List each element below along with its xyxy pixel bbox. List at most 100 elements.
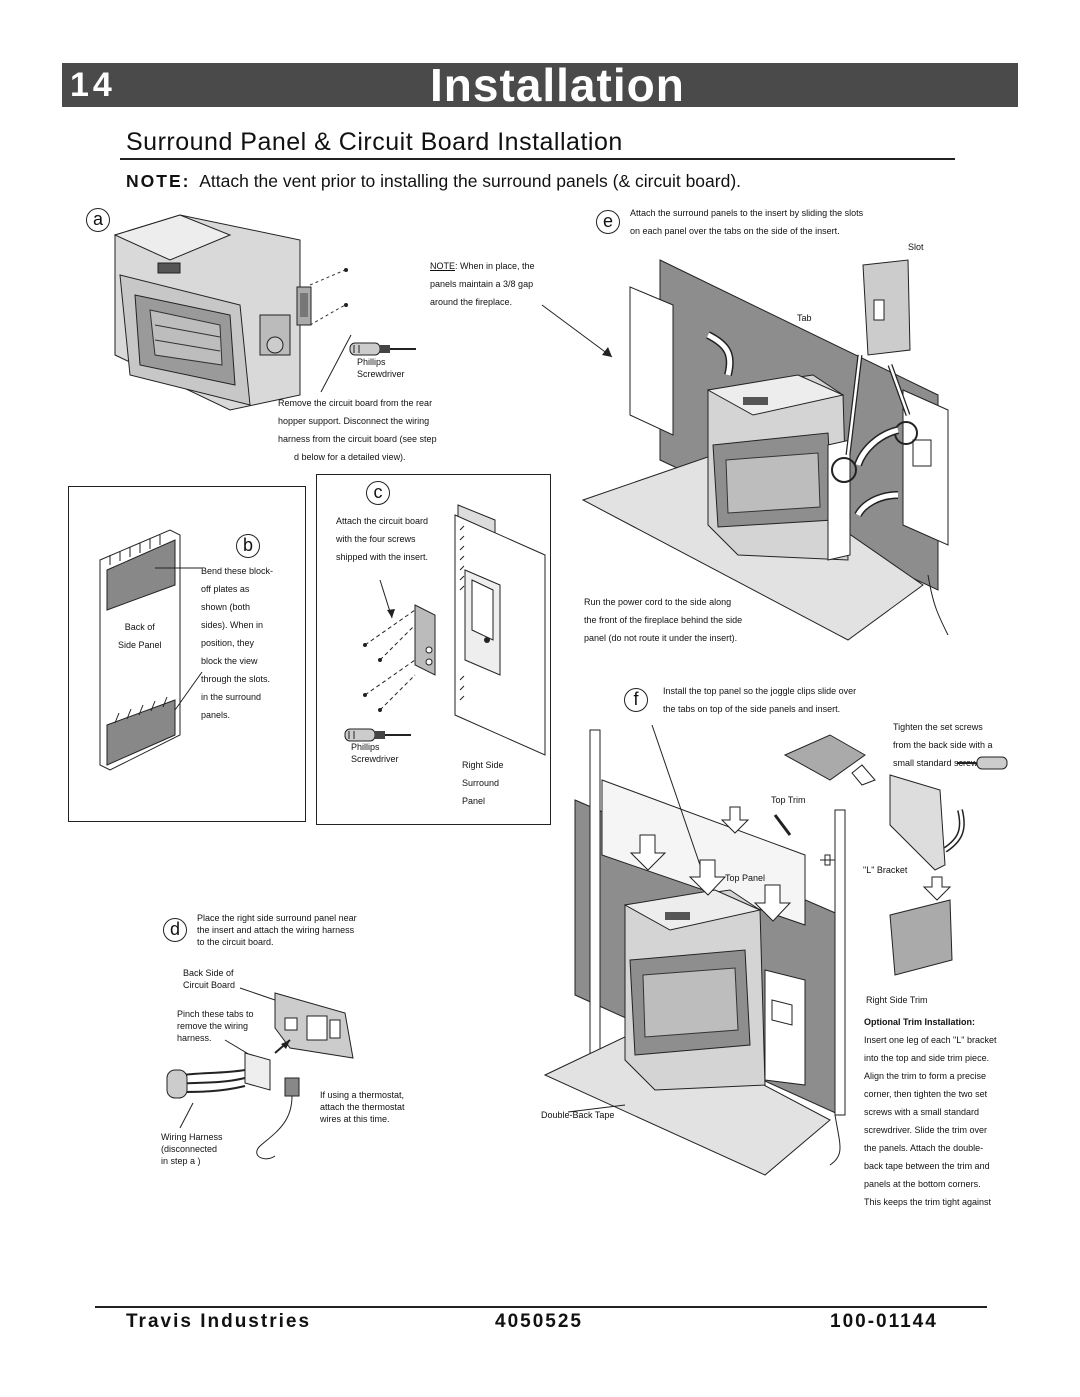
step-d-text: Place the right side surround panel near… bbox=[197, 912, 357, 948]
top-panel-label: Top Panel bbox=[725, 873, 766, 883]
leader-line bbox=[320, 334, 352, 393]
slot-label: Slot bbox=[908, 242, 924, 252]
tool-line: Screwdriver bbox=[351, 754, 399, 764]
header-bar bbox=[62, 63, 1018, 107]
text-line: Remove the circuit board from the rear bbox=[278, 398, 433, 408]
text-line: d below for a detailed view). bbox=[294, 452, 406, 462]
tool-line: Screwdriver bbox=[357, 369, 405, 379]
label-line: Right Side bbox=[462, 760, 504, 770]
label-line: in step a ) bbox=[161, 1156, 201, 1166]
step-a-text: Remove the circuit board from the rear h… bbox=[278, 394, 437, 466]
step-e-illustration bbox=[581, 259, 949, 641]
top-trim-label: Top Trim bbox=[771, 795, 806, 805]
optional-title: Optional Trim Installation: bbox=[864, 1017, 976, 1027]
text-line: sides). When in bbox=[201, 620, 264, 630]
text-line: panels. bbox=[201, 710, 231, 720]
step-f-text: Install the top panel so the joggle clip… bbox=[663, 682, 856, 718]
step-b-text: Bend these block- off plates as shown (b… bbox=[201, 562, 273, 724]
label-line: attach the thermostat bbox=[320, 1102, 405, 1112]
text-line: screws with a small standard bbox=[864, 1107, 980, 1117]
step-a-illustration bbox=[113, 214, 348, 411]
text-line: in the surround bbox=[201, 692, 262, 702]
text-line: to the circuit board. bbox=[197, 937, 274, 947]
note-text: Attach the vent prior to installing the … bbox=[199, 171, 742, 191]
text-line: Tighten the set screws bbox=[893, 722, 983, 732]
step-c-label: c bbox=[366, 481, 390, 505]
tab-label: Tab bbox=[797, 313, 812, 323]
section-title: Surround Panel & Circuit Board Installat… bbox=[126, 128, 623, 156]
side-panel-back-illustration bbox=[99, 529, 181, 771]
text-line: Run the power cord to the side along bbox=[584, 597, 732, 607]
page-title: Installation bbox=[430, 59, 685, 111]
optional-trim-text: Optional Trim Installation: Insert one l… bbox=[864, 1013, 996, 1211]
text-line: the insert and attach the wiring harness bbox=[197, 925, 355, 935]
circuit-board-icon bbox=[296, 286, 312, 326]
label-line: Back of bbox=[124, 622, 155, 632]
text-line: Attach the surround panels to the insert… bbox=[630, 208, 864, 218]
label-line: Pinch these tabs to bbox=[177, 1009, 254, 1019]
text-line: from the back side with a bbox=[893, 740, 993, 750]
screwdriver-icon-a bbox=[349, 342, 416, 356]
tool-line: Phillips bbox=[357, 357, 386, 367]
note-line: panels maintain a 3/8 gap bbox=[430, 279, 534, 289]
label-line: Side Panel bbox=[118, 640, 162, 650]
label-line: Back Side of bbox=[183, 968, 234, 978]
note-line: : When in place, the bbox=[455, 261, 535, 271]
text-line: Align the trim to form a precise bbox=[864, 1071, 987, 1081]
text-line: Attach the circuit board bbox=[336, 516, 429, 526]
text-line: the tabs on top of the side panels and i… bbox=[663, 704, 841, 714]
label-line: Panel bbox=[462, 796, 486, 806]
text-line: Bend these block- bbox=[201, 566, 274, 576]
note-label: NOTE: bbox=[126, 171, 191, 191]
step-d-pinch-label: Pinch these tabs to remove the wiring ha… bbox=[177, 1008, 254, 1044]
text-line: panels at the bottom corners. bbox=[864, 1179, 981, 1189]
step-e-text: Attach the surround panels to the insert… bbox=[630, 204, 863, 240]
label-line: harness. bbox=[177, 1033, 212, 1043]
step-c-tool: Phillips Screwdriver bbox=[351, 741, 399, 765]
text-line: Install the top panel so the joggle clip… bbox=[663, 686, 857, 696]
label-line: Wiring Harness bbox=[161, 1132, 223, 1142]
screwdriver-icon-f bbox=[957, 756, 1008, 770]
label-line: (disconnected bbox=[161, 1144, 218, 1154]
text-line: position, they bbox=[201, 638, 255, 648]
text-line: on each panel over the tabs on the side … bbox=[630, 226, 840, 236]
text-line: block the view bbox=[201, 656, 258, 666]
text-line: off plates as bbox=[201, 584, 250, 594]
note-arrow bbox=[541, 304, 613, 358]
right-side-trim-label: Right Side Trim bbox=[866, 995, 928, 1005]
text-line: panel (do not route it under the insert)… bbox=[584, 633, 738, 643]
page-number: 14 bbox=[70, 66, 116, 104]
step-a-note: NOTE: When in place, the panels maintain… bbox=[430, 257, 535, 311]
step-d-harness-label: Wiring Harness (disconnected in step a ) bbox=[161, 1131, 223, 1167]
text-line: back tape between the trim and bbox=[864, 1161, 990, 1171]
text-line: This keeps the trim tight against bbox=[864, 1197, 992, 1207]
step-a-tool: Phillips Screwdriver bbox=[357, 356, 405, 380]
text-line: the panels. Attach the double- bbox=[864, 1143, 984, 1153]
label-line: Surround bbox=[462, 778, 500, 788]
double-back-tape-label: Double-Back Tape bbox=[541, 1110, 615, 1120]
text-line: the front of the fireplace behind the si… bbox=[584, 615, 743, 625]
label-line: If using a thermostat, bbox=[320, 1090, 405, 1100]
step-b-back-label: Back of Side Panel bbox=[118, 618, 162, 654]
footer-rule bbox=[95, 1306, 987, 1308]
step-f-illustration bbox=[543, 724, 965, 1176]
step-d-back-label: Back Side of Circuit Board bbox=[183, 967, 235, 991]
step-f-setscrew-text: Tighten the set screws from the back sid… bbox=[893, 718, 1000, 772]
step-b-label: b bbox=[236, 534, 260, 558]
text-line: Place the right side surround panel near bbox=[197, 913, 357, 923]
text-line: Insert one leg of each "L" bracket bbox=[864, 1035, 997, 1045]
screwdriver-icon-c bbox=[344, 728, 411, 742]
text-line: with the four screws bbox=[336, 534, 416, 544]
note-label-a: NOTE bbox=[430, 261, 456, 271]
text-line: corner, then tighten the two set bbox=[864, 1089, 988, 1099]
step-c-panel-label: Right Side Surround Panel bbox=[462, 756, 504, 810]
text-line: hopper support. Disconnect the wiring bbox=[278, 416, 430, 426]
footer-company: Travis Industries bbox=[126, 1311, 312, 1332]
step-a-label: a bbox=[86, 208, 110, 232]
footer-date-code: 4050525 bbox=[495, 1311, 583, 1332]
step-c-illustration bbox=[363, 504, 546, 756]
text-line: small standard screwdriver bbox=[893, 758, 1001, 768]
text-line: into the top and side trim piece. bbox=[864, 1053, 990, 1063]
tool-line: Phillips bbox=[351, 742, 380, 752]
footer-part-number: 100-01144 bbox=[830, 1311, 938, 1332]
